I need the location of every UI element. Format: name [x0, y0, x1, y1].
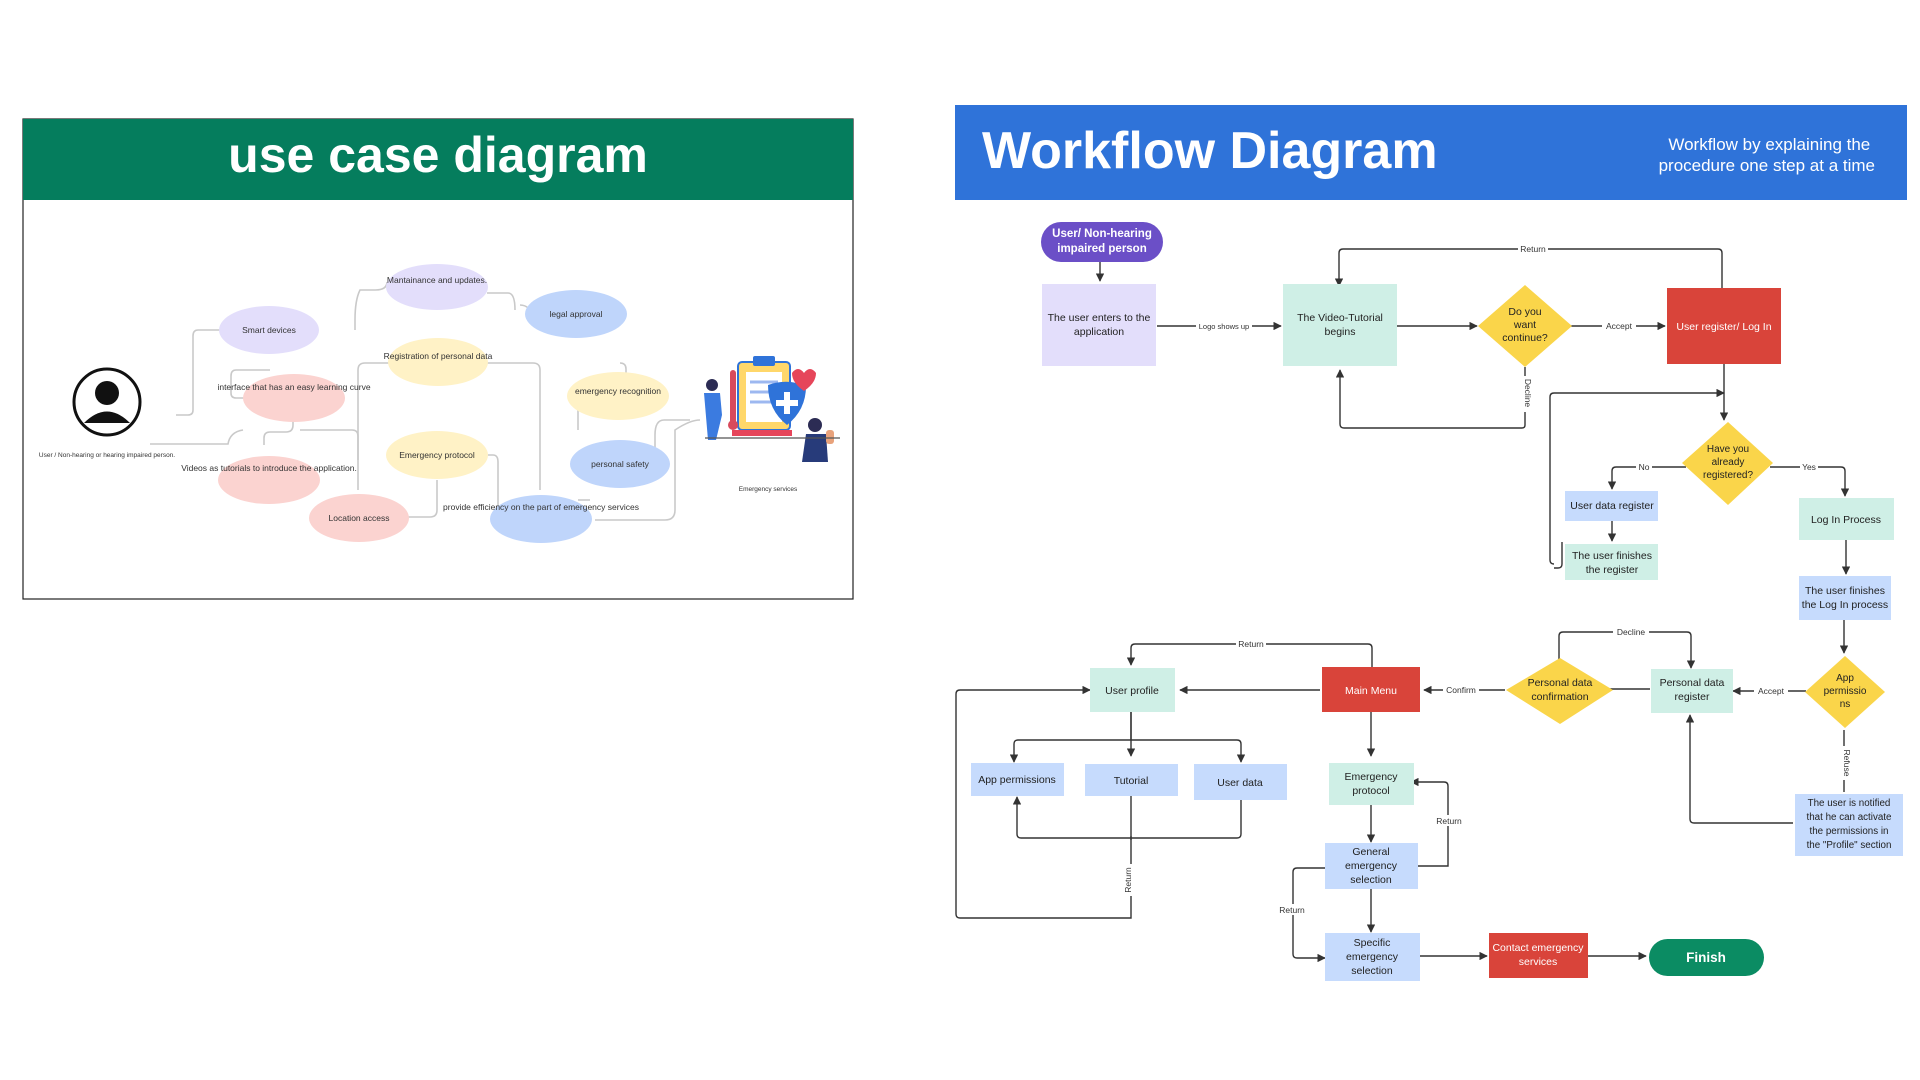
node-tutorial: Tutorial [1085, 764, 1178, 796]
use-case-title: use case diagram [228, 127, 648, 183]
ellipse-emergency-recognition: emergency recognition [567, 372, 669, 420]
ellipse-location: Location access [309, 494, 409, 542]
ellipse-maintenance: Mantainance and updates. [386, 264, 488, 310]
node-user-profile: User profile [1090, 668, 1175, 712]
workflow-subtitle: Workflow by explaining the procedure one… [1659, 135, 1875, 175]
edge-label-decline-mid: Decline [1617, 627, 1646, 637]
svg-text:User data: User data [1217, 777, 1263, 789]
svg-text:App permissions: App permissions [978, 774, 1056, 786]
svg-text:Tutorial: Tutorial [1114, 775, 1149, 787]
ellipse-efficiency: provide efficiency on the part of emerge… [443, 495, 639, 543]
svg-text:User register/ Log In: User register/ Log In [1676, 321, 1771, 333]
edge-label-refuse: Refuse [1842, 750, 1852, 777]
edge-label-accept-top: Accept [1606, 321, 1633, 331]
node-user-data: User data [1194, 764, 1287, 800]
ellipse-interface: interface that has an easy learning curv… [217, 374, 371, 422]
node-data-register: User data register [1565, 491, 1658, 521]
workflow-edge-labels: Logo shows up Return Accept Decline No Y… [1123, 243, 1852, 915]
svg-text:Emergency protocol: Emergency protocol [399, 450, 475, 460]
svg-text:Log In Process: Log In Process [1811, 514, 1881, 526]
svg-text:interface that has an easy lea: interface that has an easy learning curv… [217, 382, 370, 392]
workflow-header [955, 105, 1907, 200]
node-app-permissions: App permissions [971, 763, 1064, 796]
svg-text:Registration of personal data: Registration of personal data [384, 351, 493, 361]
ellipse-videos: Videos as tutorials to introduce the app… [181, 456, 357, 504]
edge-label-logo: Logo shows up [1199, 322, 1249, 331]
ellipse-smart-devices: Smart devices [219, 306, 319, 354]
workflow-connectors [955, 248, 1851, 963]
edge-label-return-top: Return [1520, 244, 1546, 254]
ellipse-registration: Registration of personal data [384, 338, 493, 386]
svg-text:Main Menu: Main Menu [1345, 685, 1397, 697]
svg-text:provide efficiency on the part: provide efficiency on the part of emerge… [443, 502, 639, 512]
ellipse-personal-safety: personal safety [570, 440, 670, 488]
node-main-menu: Main Menu [1322, 667, 1420, 712]
node-finish: Finish [1649, 939, 1764, 976]
emergency-services-label: Emergency services [739, 486, 798, 493]
svg-text:Videos as tutorials to introdu: Videos as tutorials to introduce the app… [181, 463, 357, 473]
edge-label-return-profile: Return [1123, 867, 1133, 893]
actor-label: User / Non-hearing or hearing impaired p… [39, 452, 175, 459]
ellipse-legal-approval: legal approval [525, 290, 627, 338]
edge-label-return-specific: Return [1279, 905, 1305, 915]
use-case-header [23, 119, 853, 200]
svg-text:User profile: User profile [1105, 685, 1159, 697]
svg-text:Location access: Location access [329, 513, 390, 523]
svg-text:emergency recognition: emergency recognition [575, 386, 661, 396]
svg-text:legal approval: legal approval [550, 309, 603, 319]
svg-text:personal safety: personal safety [591, 459, 649, 469]
actor-user-icon [72, 367, 142, 437]
edge-label-no: No [1639, 462, 1650, 472]
svg-text:Finish: Finish [1686, 950, 1726, 965]
node-login-process: Log In Process [1799, 498, 1894, 540]
edge-label-yes: Yes [1802, 462, 1816, 472]
workflow-panel: Workflow Diagram Workflow by explaining … [955, 105, 1907, 981]
node-register-login: User register/ Log In [1667, 288, 1781, 364]
svg-text:Mantainance and updates.: Mantainance and updates. [387, 275, 487, 285]
edge-label-return-general: Return [1436, 816, 1462, 826]
emergency-services-illustration-icon [704, 356, 840, 462]
edge-label-confirm: Confirm [1446, 685, 1476, 695]
svg-text:User data register: User data register [1570, 500, 1654, 512]
workflow-title: Workflow Diagram [982, 122, 1438, 180]
svg-text:Smart devices: Smart devices [242, 325, 296, 335]
ellipse-emergency-protocol: Emergency protocol [386, 431, 488, 479]
edge-label-accept-mid: Accept [1758, 686, 1785, 696]
use-case-panel: use case diagram Mantainance and updates… [22, 118, 854, 600]
edge-label-return-menu: Return [1238, 639, 1264, 649]
edge-label-decline-top: Decline [1523, 379, 1533, 408]
use-case-connectors [150, 281, 701, 521]
